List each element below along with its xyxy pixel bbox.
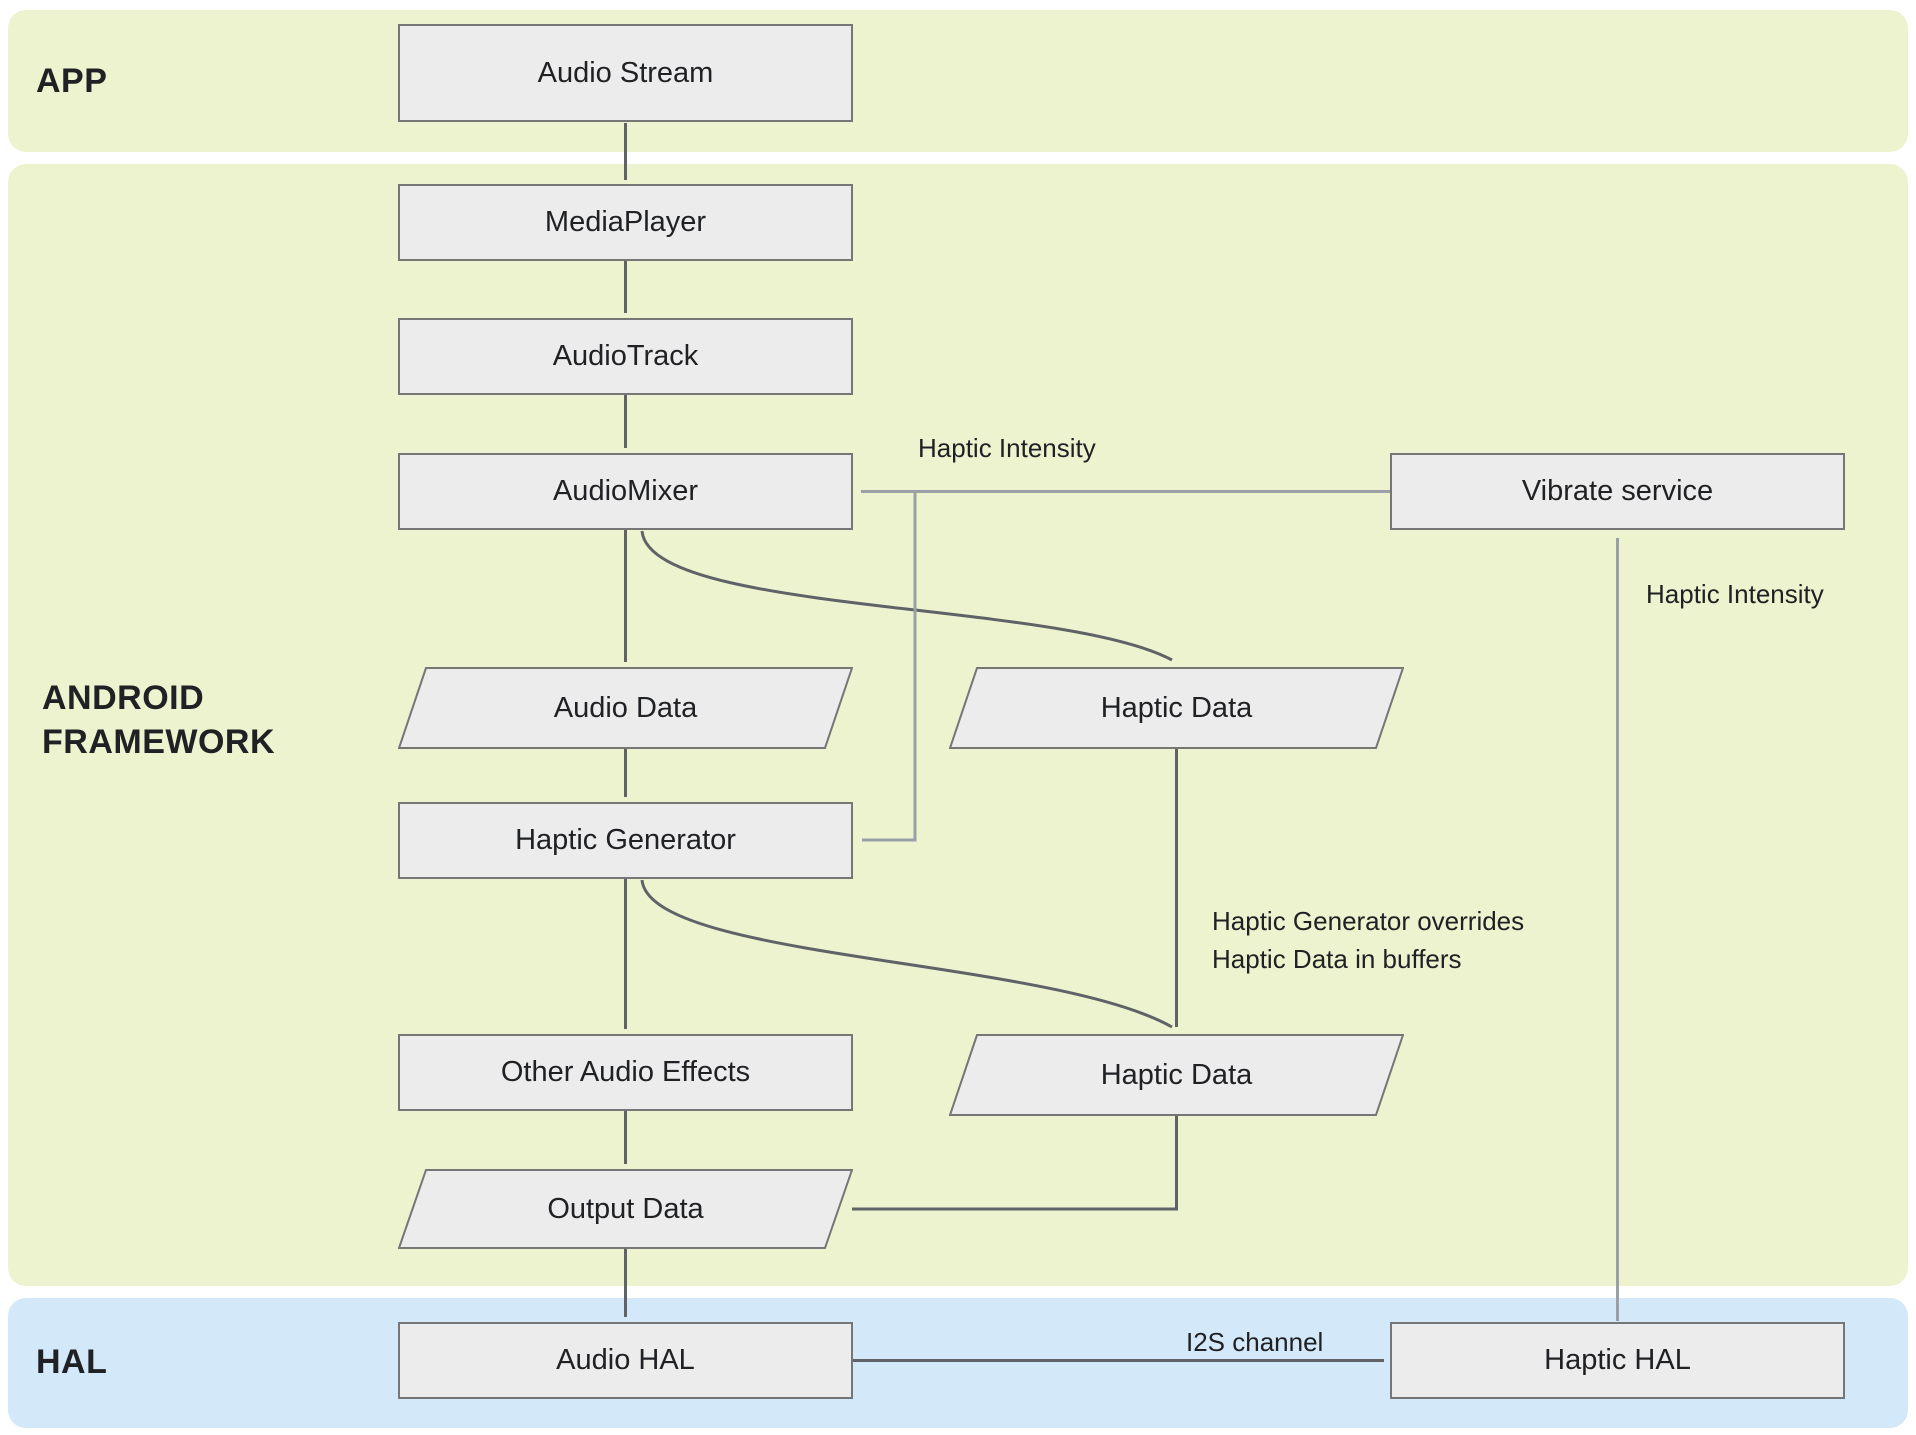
node-audio-track-label: AudioTrack	[552, 340, 699, 372]
node-haptic-data-1: Haptic Data	[949, 667, 1404, 749]
band-label-app: APP	[36, 62, 108, 100]
band-label-hal: HAL	[36, 1343, 108, 1381]
node-haptic-data-1-label: Haptic Data	[1100, 691, 1253, 724]
node-output-data-label: Output Data	[547, 1192, 704, 1225]
arrow-haptic-generator-to-haptic-data-2	[640, 879, 1173, 1029]
node-media-player-label: MediaPlayer	[544, 206, 707, 238]
node-audio-hal-label: Audio HAL	[556, 1344, 695, 1376]
band-app	[8, 10, 1908, 152]
node-haptic-hal-label: Haptic HAL	[1544, 1344, 1691, 1376]
node-audio-data: Audio Data	[398, 667, 853, 749]
node-vibrate-service-label: Vibrate service	[1521, 475, 1714, 507]
arrow-vibrate-service-to-haptic-generator	[862, 491, 917, 842]
node-audio-mixer-label: AudioMixer	[552, 475, 699, 507]
node-haptic-generator: Haptic Generator	[398, 802, 853, 879]
parallelogram-shape	[398, 667, 853, 749]
node-audio-track: AudioTrack	[398, 318, 853, 395]
node-media-player: MediaPlayer	[398, 184, 853, 261]
node-output-data: Output Data	[398, 1169, 853, 1249]
node-haptic-data-2-label: Haptic Data	[1100, 1058, 1253, 1091]
arrow-haptic-data-2-to-output-data	[852, 1116, 1178, 1211]
edge-label-haptic-intensity-mixer: Haptic Intensity	[918, 433, 1096, 463]
node-haptic-generator-label: Haptic Generator	[515, 824, 736, 856]
node-audio-stream: Audio Stream	[398, 24, 853, 122]
node-audio-stream-label: Audio Stream	[537, 56, 714, 89]
band-label-android-framework: ANDROID FRAMEWORK	[42, 679, 276, 762]
node-other-audio-effects: Other Audio Effects	[398, 1034, 853, 1111]
node-audio-mixer: AudioMixer	[398, 453, 853, 530]
node-haptic-data-2: Haptic Data	[949, 1034, 1404, 1116]
node-audio-data-label: Audio Data	[553, 691, 698, 724]
node-haptic-hal: Haptic HAL	[1390, 1322, 1845, 1399]
node-vibrate-service: Vibrate service	[1390, 453, 1845, 530]
parallelogram-shape	[949, 667, 1404, 749]
edge-label-haptic-intensity-vibrate: Haptic Intensity	[1646, 579, 1824, 609]
node-other-audio-effects-label: Other Audio Effects	[500, 1056, 751, 1088]
parallelogram-shape	[398, 1169, 853, 1249]
edge-label-i2s-channel: I2S channel	[1186, 1327, 1324, 1357]
edge-label-override-note: Haptic Generator overrides Haptic Data i…	[1212, 906, 1525, 974]
parallelogram-shape	[949, 1034, 1404, 1116]
arrow-audio-mixer-to-haptic-data	[640, 530, 1173, 662]
node-audio-hal: Audio HAL	[398, 1322, 853, 1399]
